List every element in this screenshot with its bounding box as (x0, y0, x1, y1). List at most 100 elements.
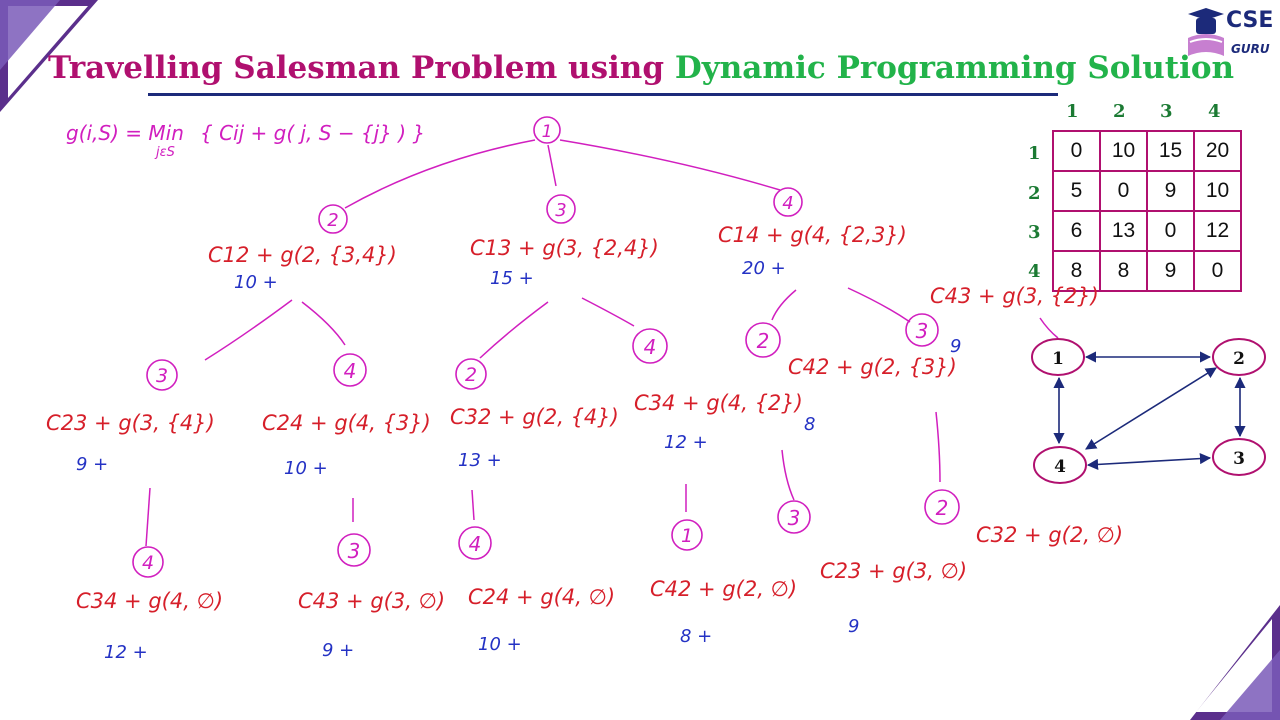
level2-cost: 9 (950, 336, 961, 357)
tree-node (146, 359, 178, 391)
tree-node (533, 116, 561, 144)
level3-cost: 10 + (478, 634, 522, 655)
level1-expression: C13 + g(3, {2,4}) (470, 236, 659, 260)
level2-cost: 10 + (284, 458, 328, 479)
matrix-row: 0 10 15 20 (1052, 130, 1242, 172)
level2-cost: 13 + (458, 450, 502, 471)
level2-expression: C34 + g(4, {2}) (634, 391, 803, 415)
tree-node-label: 4 (142, 552, 154, 574)
level3-expression: C34 + g(4, ∅) (76, 589, 223, 613)
graph-node (1212, 338, 1266, 376)
matrix-row-header: 3 (1028, 222, 1041, 243)
matrix-cell: 9 (1146, 170, 1195, 212)
graph-node (1212, 438, 1266, 476)
page-title: Travelling Salesman Problem using Dynami… (48, 50, 1234, 86)
tree-node (333, 353, 367, 387)
corner-decoration-bottom-right (1190, 605, 1280, 720)
tree-node-label: 4 (469, 532, 482, 556)
tree-edges (145, 139, 941, 547)
matrix-row-header: 2 (1028, 183, 1041, 204)
level3-expression: C42 + g(2, ∅) (650, 577, 797, 601)
tree-node (777, 500, 811, 534)
graph-edges (1053, 351, 1246, 471)
level1-expression: C14 + g(4, {2,3}) (718, 223, 907, 247)
matrix-cell: 8 (1099, 250, 1148, 292)
tree-node-label: 2 (757, 329, 770, 353)
tree-node (546, 194, 576, 224)
matrix-cell: 0 (1052, 130, 1101, 172)
tree-node-label: 3 (788, 506, 801, 530)
graph-node-label: 2 (1233, 349, 1245, 369)
level3-cost: 9 + (322, 640, 354, 661)
title-part-1: Travelling Salesman Problem using (48, 50, 665, 86)
level3-expression: C32 + g(2, ∅) (976, 523, 1123, 547)
graph-node-label: 4 (1054, 457, 1066, 477)
matrix-col-header: 2 (1113, 101, 1126, 122)
tree-node (745, 322, 781, 358)
tree-node (132, 546, 164, 578)
tree-node (671, 519, 703, 551)
matrix-cell: 5 (1052, 170, 1101, 212)
level3-cost: 9 (848, 616, 859, 637)
level3-expression: C23 + g(3, ∅) (820, 559, 967, 583)
tree-node-label: 1 (542, 122, 553, 142)
tree-node-label: 4 (644, 335, 657, 359)
cse-guru-logo (1188, 8, 1224, 56)
level2-cost: 12 + (664, 432, 708, 453)
tree-node (455, 358, 487, 390)
tree-node (318, 204, 348, 234)
matrix-row-header: 4 (1028, 261, 1041, 282)
tree-nodes: 1 2 3 4 3 4 2 4 2 3 4 3 4 1 3 2 (132, 116, 960, 578)
matrix-cell: 15 (1146, 130, 1195, 172)
tree-node (905, 313, 939, 347)
tree-node-label: 4 (782, 193, 793, 214)
tree-node-label: 3 (156, 365, 168, 387)
level2-cost: 8 (804, 414, 815, 435)
level3-cost: 8 + (680, 626, 712, 647)
level3-expression: C43 + g(3, ∅) (298, 589, 445, 613)
matrix-cell: 0 (1146, 210, 1195, 252)
matrix-col-header: 3 (1160, 101, 1173, 122)
tree-node-label: 3 (916, 319, 929, 343)
tree-node (773, 187, 803, 217)
level1-expression: C12 + g(2, {3,4}) (208, 243, 397, 267)
formula-rhs: { Cij + g( j, S − {j} ) } (200, 121, 425, 145)
graph-node (1031, 338, 1085, 376)
matrix-cell: 6 (1052, 210, 1101, 252)
formula-lhs: g(i,S) = Min (66, 121, 184, 145)
tree-node-label: 1 (681, 525, 693, 547)
tree-node-label: 2 (327, 210, 338, 231)
matrix-cell: 12 (1193, 210, 1242, 252)
formula-subscript: jεS (154, 145, 175, 160)
matrix-cell: 9 (1146, 250, 1195, 292)
level2-cost: 9 + (76, 454, 108, 475)
matrix-row: 6 13 0 12 (1052, 210, 1242, 252)
tree-node-label: 3 (348, 539, 361, 563)
cost-matrix: 0 10 15 20 5 0 9 10 6 13 0 12 8 8 9 0 (1052, 130, 1242, 292)
matrix-col-header: 1 (1066, 101, 1079, 122)
tree-node-label: 2 (465, 364, 477, 386)
matrix-cell: 13 (1099, 210, 1148, 252)
tree-node (337, 533, 371, 567)
matrix-cell: 0 (1193, 250, 1242, 292)
level1-cost: 10 + (234, 272, 278, 293)
tree-node (924, 489, 960, 525)
tree-node-label: 2 (936, 496, 949, 520)
graph-node-label: 1 (1052, 349, 1064, 369)
matrix-cell: 8 (1052, 250, 1101, 292)
graph-node-label: 3 (1233, 449, 1245, 469)
level1-cost: 20 + (742, 258, 786, 279)
level1-cost: 15 + (490, 268, 534, 289)
matrix-col-header: 4 (1208, 101, 1221, 122)
level2-expression: C42 + g(2, {3}) (788, 355, 957, 379)
tree-node-label: 3 (555, 200, 566, 221)
matrix-cell: 0 (1099, 170, 1148, 212)
level2-expression: C24 + g(4, {3}) (262, 411, 431, 435)
graph-nodes: 1 2 3 4 (1031, 338, 1266, 484)
tree-node-label: 4 (344, 359, 357, 383)
title-part-2: Dynamic Programming Solution (674, 50, 1235, 86)
graph-node (1033, 446, 1087, 484)
logo-subtext: GURU (1231, 42, 1270, 56)
matrix-row: 8 8 9 0 (1052, 250, 1242, 292)
